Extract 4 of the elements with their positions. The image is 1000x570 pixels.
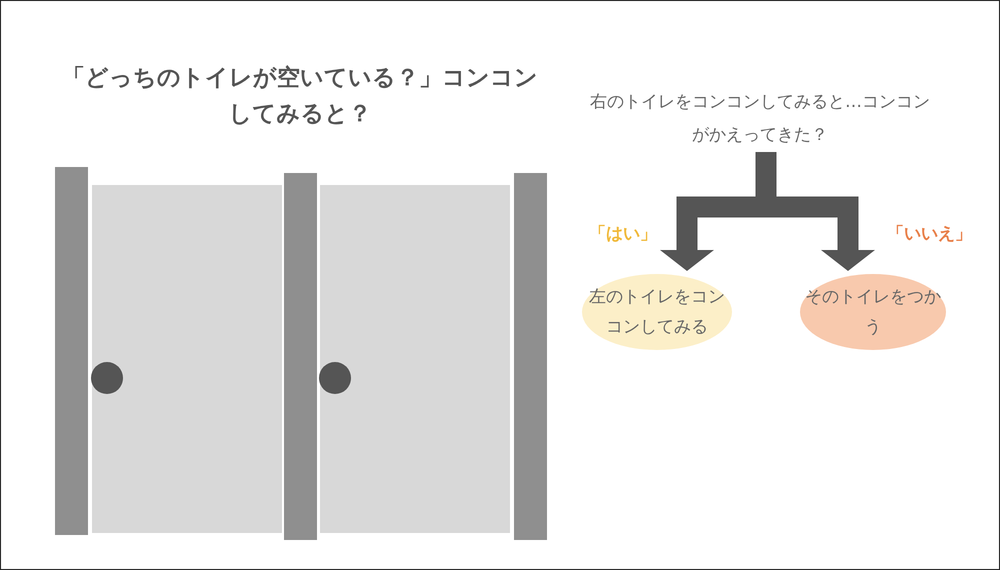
- title: 「どっちのトイレが空いている？」コンコンしてみると？: [61, 64, 539, 129]
- answer-ellipse: 左のトイレをコンコンしてみる: [582, 274, 732, 350]
- question-text: 右のトイレをコンコンしてみると…コンコンがかえってきた？: [585, 86, 935, 152]
- answer-ellipse: そのトイレをつかう: [800, 274, 946, 350]
